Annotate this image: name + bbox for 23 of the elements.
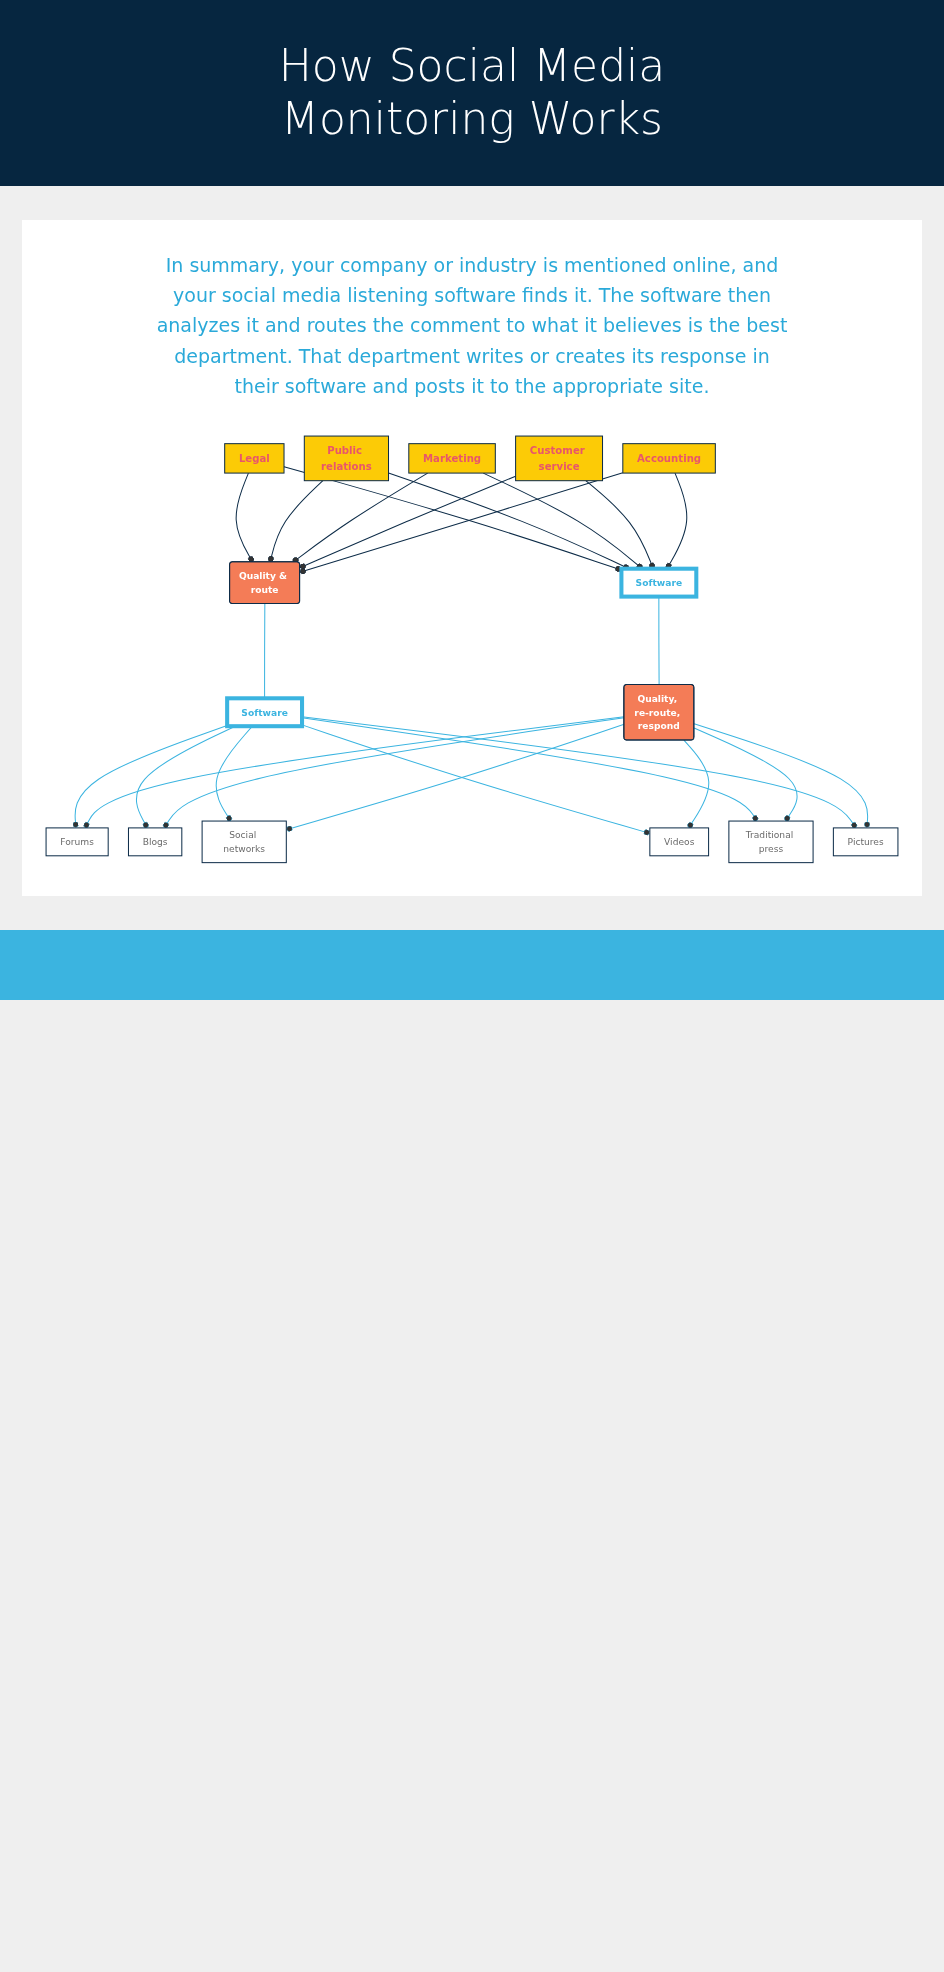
node-box xyxy=(649,826,710,856)
node-box xyxy=(45,826,109,856)
node-box xyxy=(728,820,814,863)
summary-text: In summary, your company or industry is mentioned online, and your social media listening software finds it. The software then analyzes it and routes the comment to what it believes is the best department. That department writes or creates its response in their software and posts it to the appropriate site. xyxy=(155,252,789,400)
node-box xyxy=(303,435,389,481)
connector xyxy=(683,739,710,828)
node-box xyxy=(224,442,285,474)
node-box xyxy=(832,826,899,856)
node-box xyxy=(225,695,305,728)
node-box xyxy=(408,442,496,474)
connector xyxy=(235,472,255,563)
connector xyxy=(72,724,228,828)
node-box xyxy=(515,435,604,481)
connector xyxy=(693,727,798,822)
connector xyxy=(267,479,324,563)
node-box xyxy=(201,820,287,863)
node-box xyxy=(622,442,716,474)
card-background: In summary, your company or industry is mentioned online, and your social media listening software finds it. The software then analyzes it and routes the comment to what it believes is the best department. That department writes or creates its response in their software and posts it to the appropriate site. Legal Public relations Marketing Customer service Accounting Quality & route Software Software Quality, re-route, respond Forums Blogs Social networks Videos Traditional press Pictures xyxy=(22,219,922,897)
node-box xyxy=(127,826,183,856)
connector xyxy=(292,472,429,563)
connector xyxy=(693,722,871,828)
node-box xyxy=(619,566,699,599)
title: How Social Media Monitoring Works xyxy=(277,40,667,146)
